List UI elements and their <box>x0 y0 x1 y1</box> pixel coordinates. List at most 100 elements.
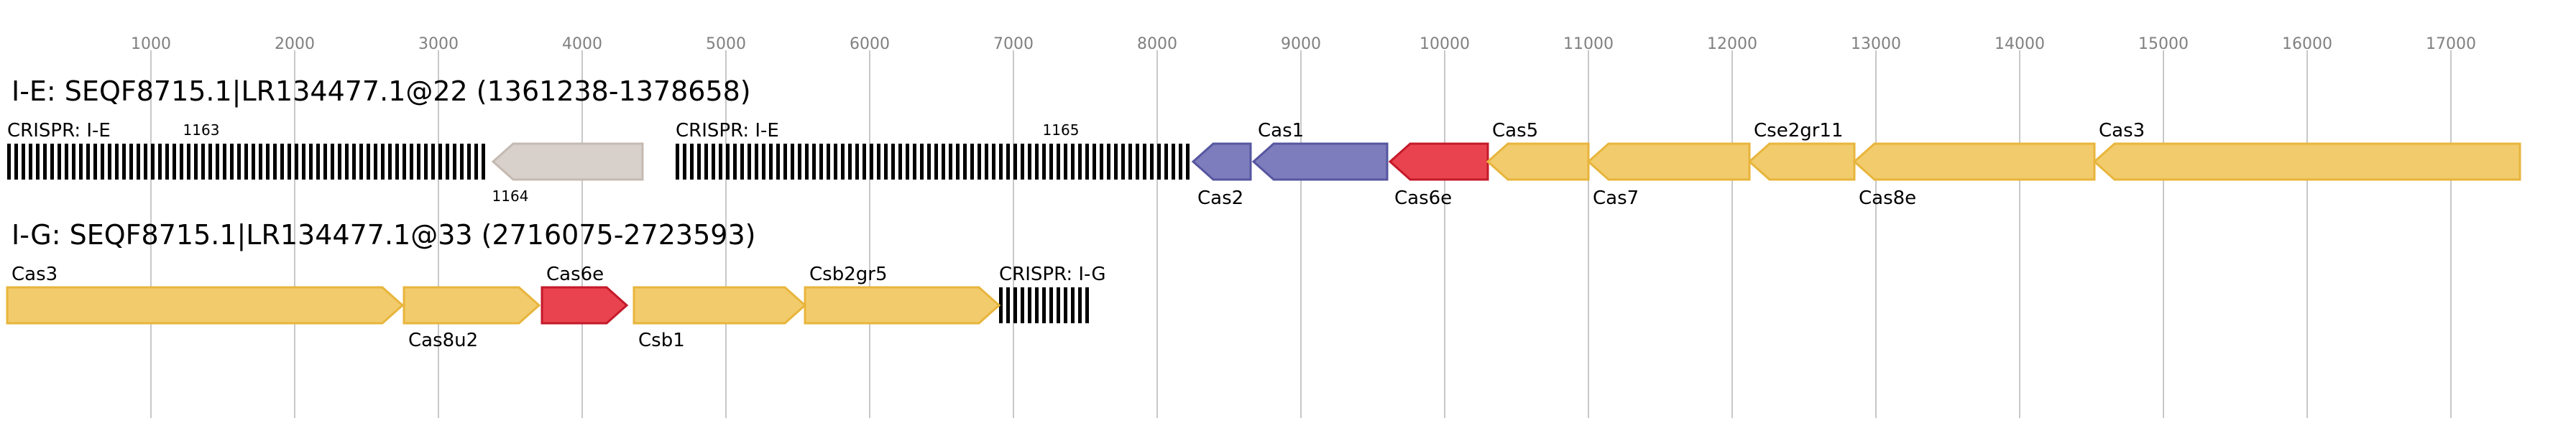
crispr-repeat <box>712 144 715 180</box>
gene-csb2gr5[interactable]: Csb2gr5 <box>804 264 1001 325</box>
crispr-repeat <box>1085 287 1089 323</box>
gene-cas8u2[interactable]: Cas8u2 <box>402 286 541 351</box>
crispr-repeat <box>1172 144 1175 180</box>
crispr-repeat <box>431 144 435 180</box>
gene-cse2gr11[interactable]: Cse2gr11 <box>1747 120 1856 181</box>
crispr-repeat <box>50 144 54 180</box>
gene-cas3[interactable]: Cas3 <box>6 264 405 325</box>
crispr-repeat <box>194 144 198 180</box>
crispr-array-label: CRISPR: I-E <box>7 120 111 142</box>
gene-cas1[interactable]: Cas1 <box>1251 120 1389 181</box>
crispr-array-number: 1163 <box>183 121 220 139</box>
crispr-repeat <box>72 144 75 180</box>
crispr-repeat <box>165 144 169 180</box>
crispr-repeat <box>1071 144 1075 180</box>
crispr-repeat <box>280 144 284 180</box>
axis-tick-label: 10000 <box>1420 35 1470 53</box>
crispr-repeat <box>252 144 255 180</box>
crispr-repeat <box>1143 144 1146 180</box>
crispr-repeat <box>841 144 845 180</box>
axis-tick-label: 8000 <box>1137 35 1177 53</box>
crispr-array[interactable]: CRISPR: I-G <box>999 264 1106 323</box>
gene-arrow <box>1586 142 1751 181</box>
gene-cas3[interactable]: Cas3 <box>2092 120 2521 181</box>
axis-tick-label: 15000 <box>2138 35 2189 53</box>
crispr-repeat <box>410 144 413 180</box>
axis-tick-label: 6000 <box>850 35 890 53</box>
crispr-repeat <box>474 144 478 180</box>
crispr-repeat <box>295 144 298 180</box>
axis-tick-label: 7000 <box>993 35 1034 53</box>
gene-arrow <box>1852 142 2096 181</box>
crispr-repeat <box>942 144 945 180</box>
crispr-repeat <box>323 144 327 180</box>
crispr-repeat <box>1186 144 1190 180</box>
crispr-repeat <box>402 144 406 180</box>
locus-tracks: I-E: SEQF8715.1|LR134477.1@22 (1361238-1… <box>6 75 2521 351</box>
gene-label: Cas6e <box>1394 187 1452 209</box>
crispr-repeat <box>331 144 334 180</box>
crispr-repeat <box>676 144 679 180</box>
gene-arrow <box>491 142 644 181</box>
gene-csb1[interactable]: Csb1 <box>632 286 807 351</box>
crispr-repeat <box>1049 144 1053 180</box>
gene-unknown[interactable] <box>491 142 644 181</box>
crispr-array-label: CRISPR: I-G <box>999 264 1106 285</box>
crispr-repeat <box>144 144 147 180</box>
gene-arrow <box>1388 142 1489 181</box>
crispr-repeat <box>719 144 722 180</box>
crispr-repeat <box>1179 144 1182 180</box>
crispr-repeat <box>877 144 880 180</box>
gene-label: Csb2gr5 <box>809 264 887 285</box>
crispr-repeat <box>1092 144 1096 180</box>
gene-arrow <box>1747 142 1856 181</box>
gene-cas8e[interactable]: Cas8e <box>1852 142 2096 209</box>
gene-cas6e[interactable]: Cas6e <box>540 264 629 325</box>
gene-label: Cas8u2 <box>408 330 478 351</box>
crispr-repeat <box>834 144 837 180</box>
axis-tick-label: 5000 <box>706 35 746 53</box>
crispr-repeat <box>934 144 938 180</box>
crispr-repeat <box>1121 144 1125 180</box>
gene-arrow <box>6 286 405 325</box>
crispr-repeat <box>79 144 83 180</box>
gene-cas5[interactable]: Cas5 <box>1486 120 1590 181</box>
crispr-repeat <box>963 144 967 180</box>
crispr-repeat <box>58 144 61 180</box>
crispr-repeat <box>1042 287 1046 323</box>
crispr-repeat <box>22 144 25 180</box>
crispr-repeat <box>129 144 133 180</box>
crispr-repeat <box>108 144 111 180</box>
crispr-repeat <box>86 144 90 180</box>
crispr-repeat <box>273 144 277 180</box>
crispr-repeat <box>438 144 442 180</box>
gene-cas6e[interactable]: Cas6e <box>1388 142 1489 209</box>
crispr-repeat <box>776 144 780 180</box>
crispr-repeat <box>748 144 751 180</box>
crispr-repeat <box>482 144 485 180</box>
crispr-repeat <box>359 144 363 180</box>
crispr-repeat <box>913 144 916 180</box>
crispr-array-number: 1164 <box>492 187 529 205</box>
crispr-repeat <box>424 144 428 180</box>
crispr-repeat <box>733 144 737 180</box>
gene-arrow <box>804 286 1001 325</box>
crispr-repeat <box>115 144 119 180</box>
crispr-repeat <box>29 144 32 180</box>
gene-label: Cas3 <box>2099 120 2145 142</box>
crispr-array[interactable]: CRISPR: I-E <box>7 120 485 180</box>
crispr-repeat <box>862 144 866 180</box>
gene-cas7[interactable]: Cas7 <box>1586 142 1751 209</box>
crispr-repeat <box>783 144 787 180</box>
track-title: I-E: SEQF8715.1|LR134477.1@22 (1361238-1… <box>12 75 751 108</box>
crispr-repeat <box>1136 144 1139 180</box>
crispr-repeat <box>1028 287 1031 323</box>
crispr-repeat <box>288 144 291 180</box>
crispr-repeat <box>1021 144 1024 180</box>
gene-arrow <box>1251 142 1389 181</box>
crispr-repeat <box>201 144 205 180</box>
gene-cas2[interactable]: Cas2 <box>1191 142 1252 209</box>
crispr-array[interactable]: CRISPR: I-E <box>676 120 1190 180</box>
crispr-repeat <box>812 144 816 180</box>
axis-tick-label: 13000 <box>1851 35 1901 53</box>
